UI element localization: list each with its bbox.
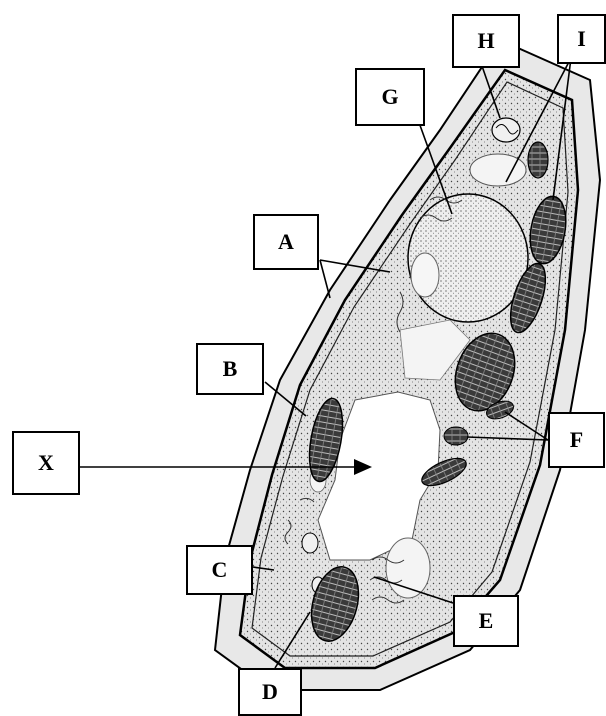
label-i: I [557,14,606,64]
label-e: E [453,595,519,647]
chloroplast [444,427,468,445]
label-f: F [548,412,605,468]
label-x: X [12,431,80,495]
label-d: D [238,668,302,716]
label-c: C [186,545,253,595]
nucleolus [411,253,439,297]
mitochondrion [302,533,318,553]
label-b: B [196,343,264,395]
label-h: H [452,14,520,68]
mitochondrion [492,118,520,142]
label-g: G [355,68,425,126]
label-a: A [253,214,319,270]
chloroplast [528,142,548,178]
